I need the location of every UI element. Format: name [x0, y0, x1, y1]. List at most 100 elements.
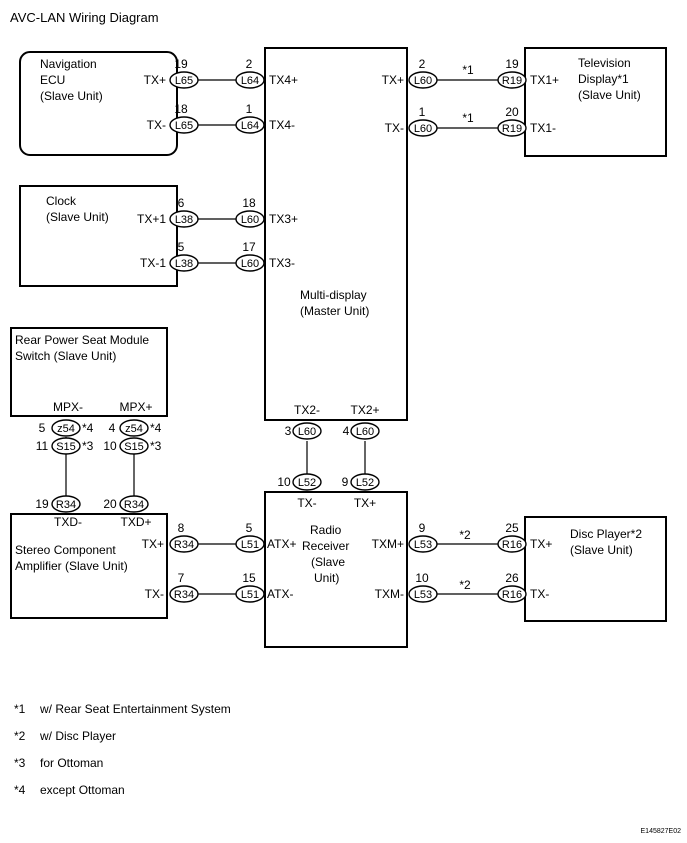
radio-receiver-box [264, 491, 408, 648]
mark-dp-b: *2 [459, 578, 471, 592]
connector-clk-a [169, 210, 199, 228]
connector-sca-a [169, 535, 199, 553]
pin-nav-a: 19 [174, 57, 188, 71]
connector-rr-top-a-code: L52 [298, 477, 316, 489]
pin-rps-s-a: 11 [36, 439, 49, 453]
navigation-ecu-box [19, 51, 178, 156]
pin-md-tv-b: 1 [419, 105, 426, 119]
connector-rr-top-b-code: L52 [356, 477, 374, 489]
connector-md-bot-a-code: L60 [298, 426, 316, 438]
pin-rr-r-b: 10 [415, 571, 429, 585]
terminal-rr-atxp: ATX+ [267, 537, 296, 551]
connector-rps-z-b-code: z54 [125, 423, 143, 435]
pin-tv-a: 19 [505, 57, 519, 71]
connector-md-bot-b-code: L60 [356, 426, 374, 438]
terminal-nav-txp: TX+ [144, 73, 166, 87]
terminal-rr-txmm: TXM- [375, 587, 404, 601]
connector-tv-a-code: R19 [502, 75, 522, 87]
connector-dp-b [497, 585, 527, 603]
nav-label-2: ECU [40, 73, 65, 87]
connector-rr-l-b [235, 585, 265, 603]
connector-md-clk-b [235, 254, 265, 272]
note-3-text: for Ottoman [40, 756, 103, 770]
dp-label-2: (Slave Unit) [570, 543, 633, 557]
terminal-clk-tx1m: TX-1 [140, 256, 166, 270]
pin-numbers: 19 18 2 1 2 1 19 20 6 5 18 17 3 4 10 9 5… [35, 57, 519, 585]
connector-rr-l-b-code: L51 [241, 589, 259, 601]
connector-md-bot-b [350, 422, 380, 440]
terminal-nav-txm: TX- [147, 118, 166, 132]
pin-md-nav-a: 2 [246, 57, 253, 71]
option-marks: *1 *1 *2 *2 *4 *4 *3 *3 [82, 63, 474, 592]
terminal-md-tx4p: TX4+ [269, 73, 298, 87]
note-1-mark: *1 [14, 702, 26, 716]
pin-rr-l-b: 15 [242, 571, 256, 585]
connector-rps-s-a [51, 437, 81, 455]
pin-sca-b: 7 [178, 571, 185, 585]
connector-sca-top-a [51, 495, 81, 513]
page-title: AVC-LAN Wiring Diagram [10, 10, 159, 25]
pin-nav-b: 18 [174, 102, 188, 116]
pin-md-nav-b: 1 [246, 102, 253, 116]
connector-md-nav-b [235, 116, 265, 134]
connector-rr-top-a [292, 473, 322, 491]
note-4-text: except Ottoman [40, 783, 125, 797]
terminal-dp-txp: TX+ [530, 537, 552, 551]
pin-tv-b: 20 [505, 105, 519, 119]
multi-display-box [264, 47, 408, 421]
connector-sca-a-code: R34 [174, 539, 194, 551]
terminal-rr-txp: TX+ [354, 496, 376, 510]
pin-sca-top-b: 20 [103, 497, 117, 511]
connector-rr-r-b [408, 585, 438, 603]
terminal-sca-txdm: TXD- [54, 515, 82, 529]
connector-rr-l-a-code: L51 [241, 539, 259, 551]
connector-rps-s-b-code: S15 [124, 441, 144, 453]
connector-md-clk-b-code: L60 [241, 258, 259, 270]
pin-rps-z-b: 4 [109, 421, 116, 435]
wires [65, 79, 498, 595]
mark-s-a: *3 [82, 439, 94, 453]
pin-md-bot-b: 4 [343, 424, 350, 438]
terminal-md-tx2p: TX2+ [350, 403, 379, 417]
connector-nav-b [169, 116, 199, 134]
connector-clk-b-code: L38 [175, 258, 193, 270]
pin-dp-a: 25 [505, 521, 519, 535]
sca-label-1: Stereo Component [15, 543, 116, 557]
connector-dp-b-code: R16 [502, 589, 522, 601]
connector-md-nav-b-code: L64 [241, 120, 259, 132]
figure-id: E145827E02 [641, 828, 682, 835]
connector-rps-z-a [51, 419, 81, 437]
television-display-box [524, 47, 667, 157]
pin-sca-a: 8 [178, 521, 185, 535]
terminal-tv-tx1p: TX1+ [530, 73, 559, 87]
pin-rps-z-a: 5 [39, 421, 46, 435]
connector-rps-z-b [119, 419, 149, 437]
dp-label-1: Disc Player*2 [570, 527, 642, 541]
connector-rr-r-a-code: L53 [414, 539, 432, 551]
mark-tv-a: *1 [462, 63, 474, 77]
connectors: L65 L65 L64 L64 L60 L60 R19 R19 L38 L38 … [51, 71, 527, 603]
connector-md-nav-a-code: L64 [241, 75, 259, 87]
rear-power-seat-box [10, 327, 168, 417]
pin-rps-s-b: 10 [103, 439, 117, 453]
pin-clk-b: 5 [178, 240, 185, 254]
pin-md-clk-b: 17 [242, 240, 256, 254]
pin-md-clk-a: 18 [242, 196, 256, 210]
md-label-1: Multi-display [300, 288, 367, 302]
connector-sca-top-b [119, 495, 149, 513]
connector-sca-b [169, 585, 199, 603]
terminal-sca-txp: TX+ [142, 537, 164, 551]
rr-label-1: Radio [310, 523, 342, 537]
clock-label-1: Clock [46, 194, 77, 208]
clock-label-2: (Slave Unit) [46, 210, 109, 224]
terminal-tv-tx1m: TX1- [530, 121, 556, 135]
pin-md-tv-a: 2 [419, 57, 426, 71]
rps-label-1: Rear Power Seat Module [15, 333, 149, 347]
connector-md-tv-b [408, 119, 438, 137]
connector-sca-top-a-code: R34 [56, 499, 76, 511]
terminal-sca-txm: TX- [145, 587, 164, 601]
mark-z-a: *4 [82, 421, 94, 435]
pin-md-bot-a: 3 [285, 424, 292, 438]
connector-md-clk-a [235, 210, 265, 228]
connector-md-nav-a [235, 71, 265, 89]
